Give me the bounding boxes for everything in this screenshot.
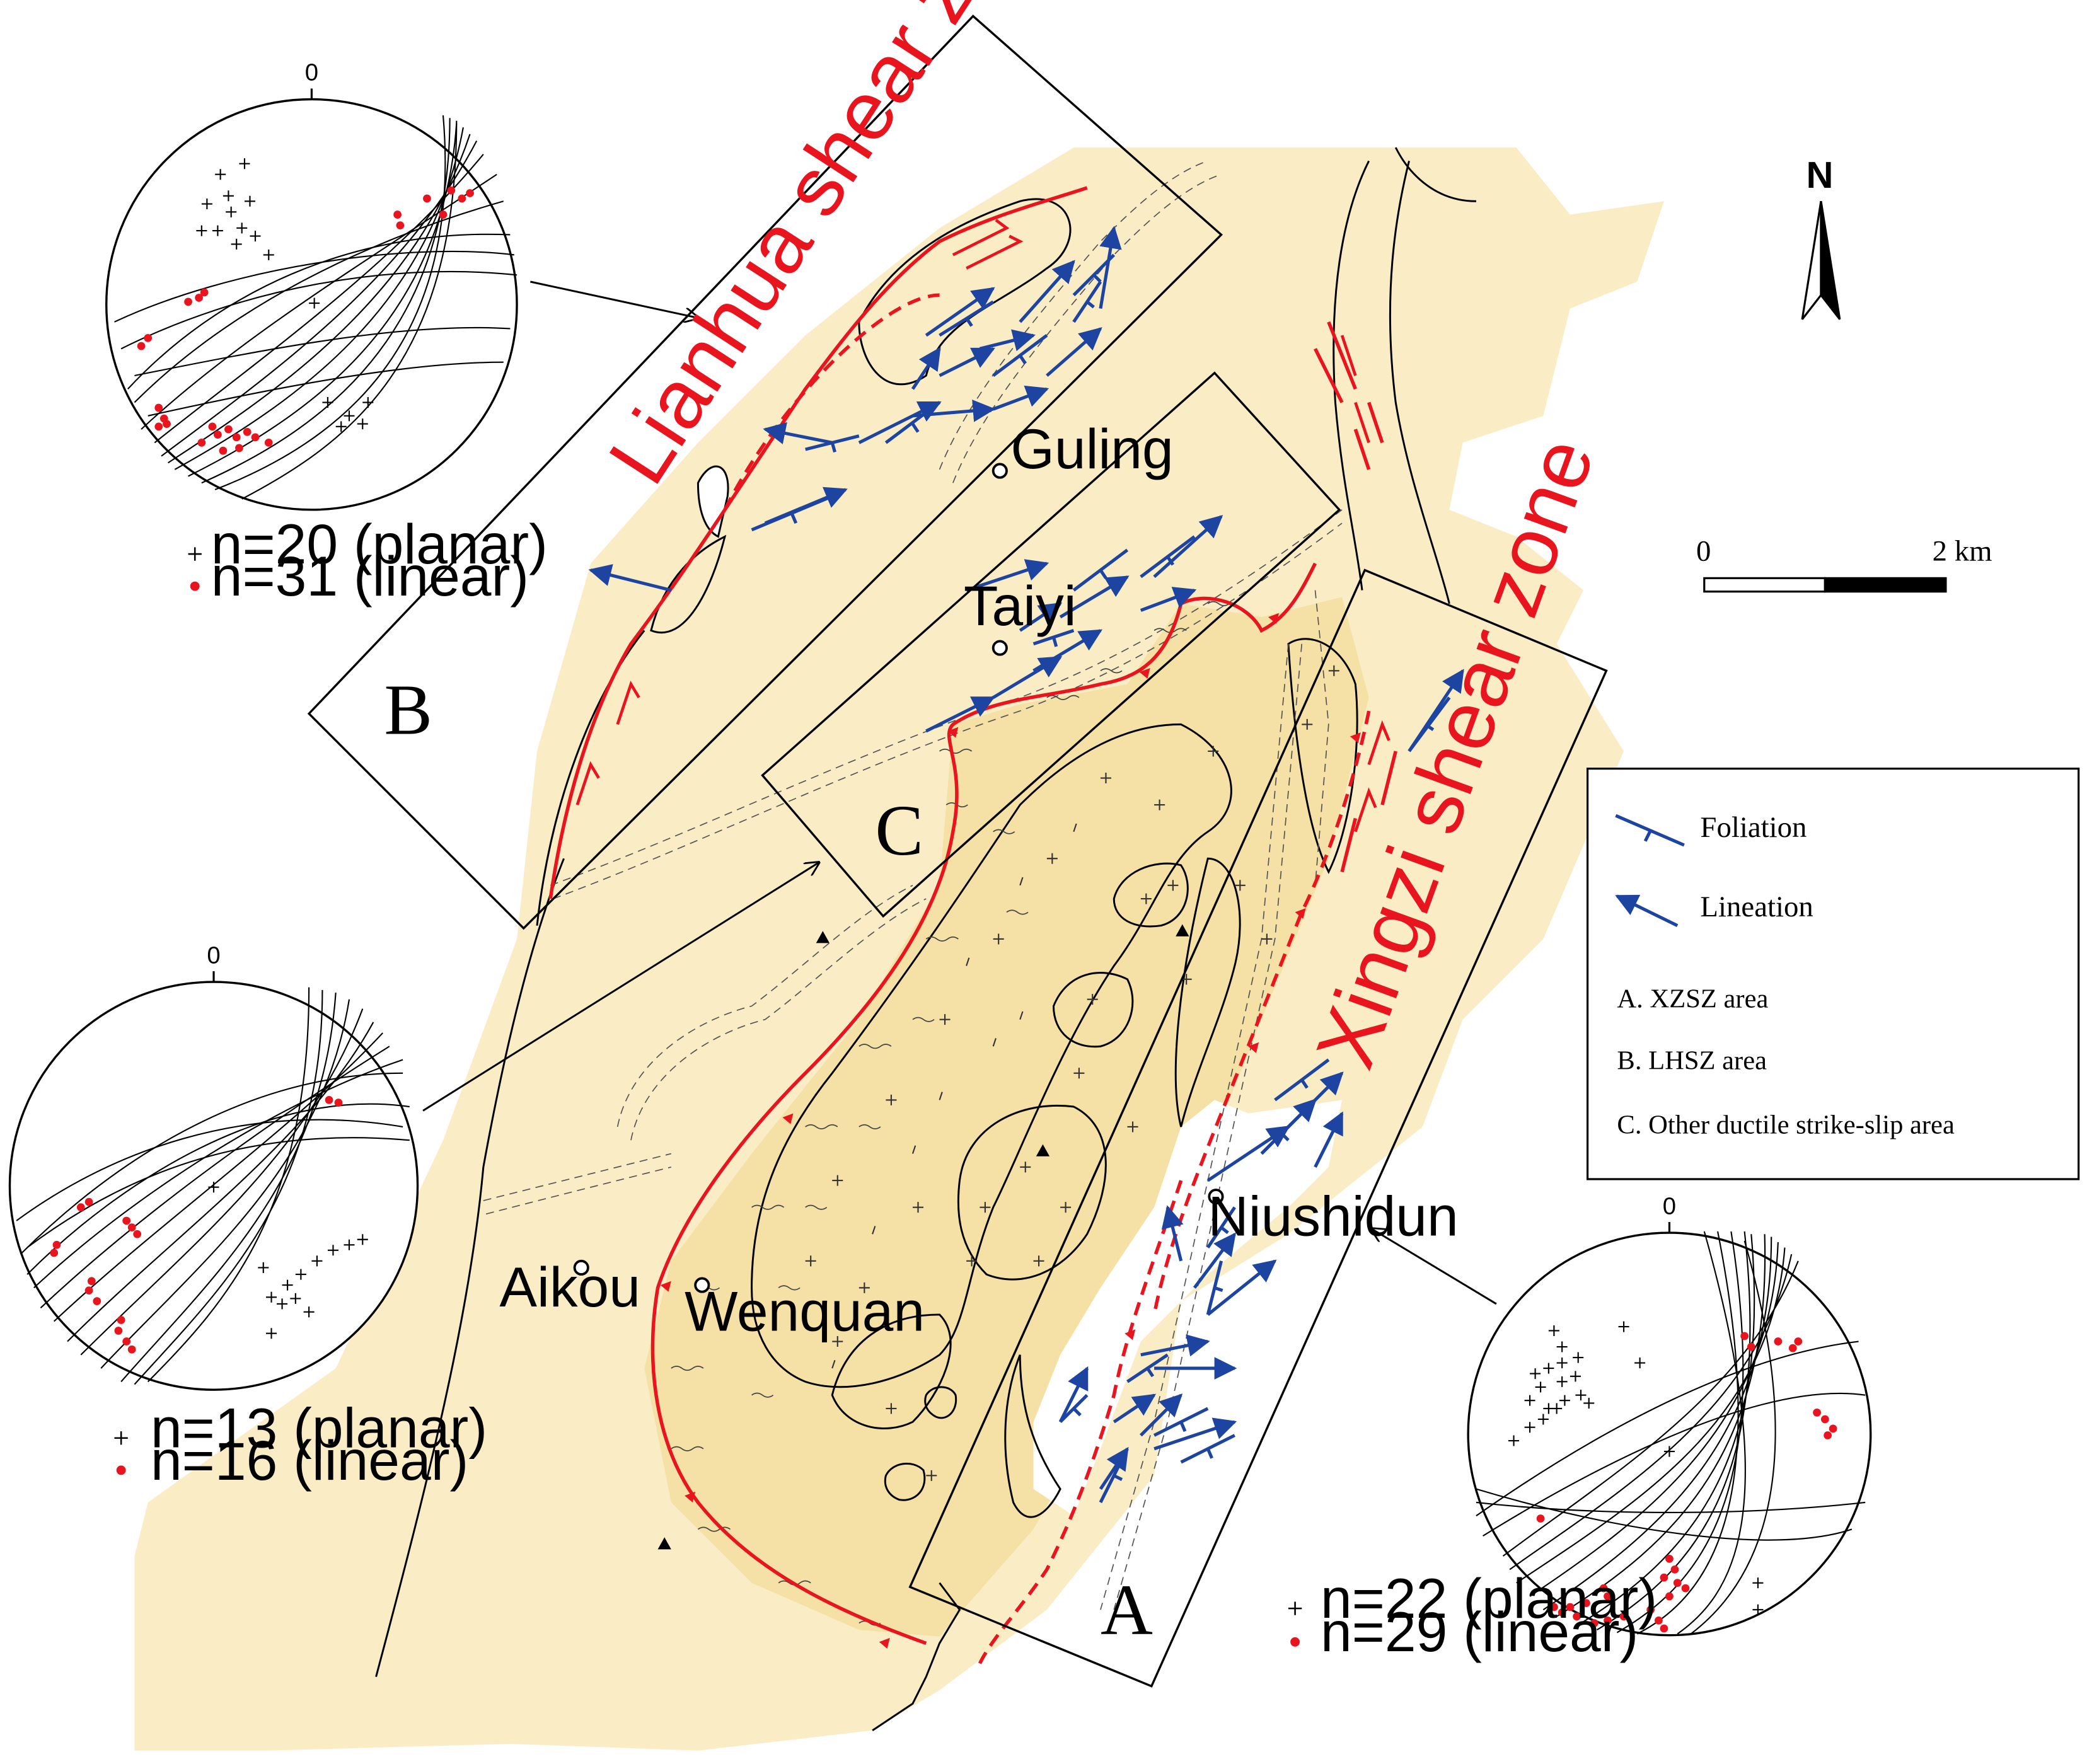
stereonet-lhsz-zero: 0 <box>305 59 318 86</box>
thrust-teeth <box>660 613 1361 1649</box>
niushidun-marker <box>1208 1189 1224 1205</box>
pointer-arrows <box>422 280 1497 1305</box>
scale-max-label: 2 km <box>1933 535 1992 568</box>
area-b-label: B <box>384 669 432 749</box>
north-arrow: N <box>1801 154 1841 320</box>
aikou-label: Aikou <box>499 1255 640 1318</box>
area-a-label: A <box>1101 1570 1153 1650</box>
legend-area-b: B. LHSZ area <box>1617 1046 1767 1075</box>
legend-area-c: C. Other ductile strike-slip area <box>1617 1110 1955 1140</box>
shear-sense-arrows <box>575 219 1390 833</box>
granite-symbols <box>805 665 1339 1481</box>
stereonet-lhsz: 0 n=20 (planar) n=31 (linear) <box>105 59 548 608</box>
legend-area-a: A. XZSZ area <box>1617 984 1768 1014</box>
stereonet-other-zero: 0 <box>207 942 220 969</box>
stereonet-lhsz-linear: n=31 (linear) <box>211 545 529 608</box>
guling-label: Guling <box>1010 417 1173 480</box>
stereonet-xzsz-linear: n=29 (linear) <box>1321 1600 1638 1663</box>
outer-unit <box>134 147 1664 1751</box>
dextral-xz <box>1340 751 1397 873</box>
wenquan-marker <box>694 1277 710 1293</box>
stereonet-other-linear: n=16 (linear) <box>151 1429 468 1492</box>
area-c-label: C <box>875 790 923 870</box>
taiyi-marker <box>991 640 1008 656</box>
stereonet-other: 0 n=13 (planar) n=16 (linear) <box>8 942 487 1492</box>
guling-marker <box>991 463 1008 479</box>
stereonet-other-planar: n=13 (planar) <box>151 1397 487 1460</box>
stereonet-xzsz-zero: 0 <box>1663 1192 1676 1219</box>
lianhua-dashed <box>723 293 940 511</box>
stereonet-xzsz-planar: n=22 (planar) <box>1321 1567 1657 1630</box>
scale-min-label: 0 <box>1696 535 1711 568</box>
stereonet-xzsz: 0 n=22 (planar) n=29 (line <box>1288 1192 1872 1663</box>
foliations <box>751 253 1451 1504</box>
legend-foliation-symbol <box>1615 814 1685 847</box>
box-b <box>307 14 1223 930</box>
study-area-boxes <box>307 14 1608 1688</box>
scale-bar: 0 2 km <box>1696 535 1992 593</box>
sinistral-ne <box>1314 321 1384 470</box>
legend-foliation: Foliation <box>1700 811 1807 844</box>
north-label: N <box>1807 154 1834 196</box>
stereonet-lhsz-planar: n=20 (planar) <box>211 512 548 575</box>
triangle-markers <box>657 924 1189 1550</box>
place-markers <box>573 463 1224 1293</box>
wenquan-label: Wenquan <box>685 1279 925 1342</box>
legend-lineation-symbol <box>1615 894 1679 927</box>
lianhua-fault <box>548 186 1088 899</box>
legend-lineation: Lineation <box>1700 891 1813 923</box>
aikou-marker <box>573 1259 589 1276</box>
box-c <box>761 371 1341 918</box>
taiyi-label: Taiyi <box>964 574 1077 637</box>
box-a <box>908 568 1608 1688</box>
niushidun-label: Niushidun <box>1208 1184 1458 1247</box>
legend: Foliation Lineation A. XZSZ area B. LHSZ… <box>1587 768 2080 1180</box>
